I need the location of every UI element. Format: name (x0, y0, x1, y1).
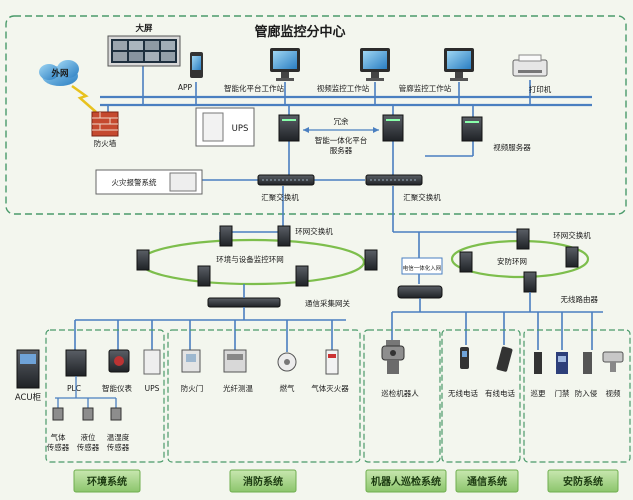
ws-pipe-label: 管廊监控工作站 (399, 83, 452, 93)
fire-alarm-label: 火灾报警系统 (112, 177, 157, 187)
ws-video-label: 视频监控工作站 (317, 83, 370, 93)
access-icon (556, 352, 568, 374)
ring-right-label: 安防环网 (497, 256, 527, 266)
cloud-icon (39, 60, 79, 86)
fiber-temp-icon (223, 349, 247, 373)
internet-label: 外网 (50, 68, 68, 79)
ring-switch-left-label: 环网交换机 (295, 226, 333, 236)
system-boxes (45, 329, 631, 463)
sensor-level-label-2: 传感器 (77, 442, 100, 452)
ring-switch-icons-right (459, 228, 579, 293)
system-comm-tab: 通信系统 (467, 475, 507, 488)
meter-icon (108, 349, 130, 373)
wired-phone-label: 有线电话 (485, 388, 515, 398)
lightning-icon (71, 84, 97, 113)
switch-icon (365, 174, 423, 186)
intrusion-icon (583, 352, 592, 374)
system-fire-tab: 消防系统 (243, 475, 283, 488)
redundant-label: 冗余 (334, 116, 349, 126)
ring-left-label: 环境与设备监控环网 (216, 254, 284, 264)
bottom-buses (74, 292, 603, 352)
video-server-label: 视频服务器 (493, 142, 531, 152)
sensor-gas-label-1: 气体 (51, 432, 66, 442)
printer-label: 打印机 (529, 84, 552, 94)
screen-device (107, 35, 181, 67)
ring-switch-right-label: 环网交换机 (553, 230, 591, 240)
ups-small-label: UPS (145, 384, 160, 393)
app-label: APP (178, 83, 193, 92)
ups-small-icon (143, 349, 161, 375)
plc-icon (65, 349, 87, 377)
server-icon (278, 114, 300, 142)
phone-icon (190, 52, 203, 78)
extinguisher-label: 气体灭火器 (311, 383, 349, 393)
switch-right-label: 汇聚交换机 (403, 192, 441, 202)
wireless-phone-icon (460, 347, 469, 369)
switch-left-label: 汇聚交换机 (261, 192, 299, 202)
sensor-gas-label-2: 传感器 (47, 442, 70, 452)
router-icon (397, 285, 443, 299)
server-icon (461, 116, 483, 142)
ups-label: UPS (232, 124, 249, 134)
ups-cabinet (202, 112, 224, 142)
firewall-label: 防火墙 (94, 138, 117, 148)
acu-label: ACU柜 (15, 392, 42, 403)
printer-icon (512, 54, 548, 77)
access-label: 门禁 (555, 389, 570, 398)
server-label-1: 智能一体化平台 (315, 135, 368, 145)
sensor-temp-label-2: 传感器 (107, 442, 130, 452)
fire-door-label: 防火门 (181, 383, 204, 393)
server-icon (382, 114, 404, 142)
fiber-temp-label: 光纤测温 (223, 383, 253, 393)
system-tabs (73, 469, 619, 493)
intrusion-label: 防入侵 (575, 388, 598, 398)
gas-label: 燃气 (280, 383, 295, 393)
arrow-left-icon (303, 127, 309, 133)
firewall-icon (91, 111, 119, 137)
plc-label: PLC (67, 384, 81, 393)
monitor-icon (360, 48, 390, 81)
system-robot-tab: 机器人巡检系统 (371, 475, 441, 488)
sensor-icon (52, 407, 122, 421)
control-center-box (5, 15, 627, 215)
center-title: 管廊监控分中心 (254, 24, 345, 40)
router-label: 无线路由器 (561, 294, 599, 304)
camera-icon (602, 351, 624, 372)
gateway-label: 通信采集网关 (305, 298, 350, 308)
sensor-temp-label-1: 温湿度 (107, 432, 130, 442)
patrol-icon (534, 352, 542, 374)
fire-alarm-cabinet (169, 172, 197, 192)
meter-label: 智能仪表 (102, 383, 132, 393)
video-label: 视频 (606, 388, 621, 398)
gateway-icon (207, 297, 281, 308)
monitor-icon (444, 48, 474, 81)
ring-switch-icons-left (136, 225, 378, 287)
patrol-label: 巡更 (531, 388, 546, 398)
fire-door-icon (181, 349, 201, 373)
sensor-links (55, 376, 117, 410)
gas-detector-icon (277, 352, 297, 372)
system-env-tab: 环境系统 (87, 475, 127, 488)
switch-icon (257, 174, 315, 186)
robot-label: 巡检机器人 (381, 388, 419, 398)
server-label-2: 服务器 (330, 145, 353, 155)
extinguisher-icon (325, 349, 339, 375)
router-small-box (401, 257, 443, 275)
system-security-tab: 安防系统 (563, 475, 603, 488)
wireless-phone-label: 无线电话 (448, 388, 478, 398)
cabinet-icon (16, 349, 40, 389)
router-small-label: 电信一体化入网 (403, 264, 442, 272)
ws-intelligent-label: 智能化平台工作站 (224, 83, 284, 93)
sensor-level-label-1: 液位 (81, 432, 96, 442)
monitor-icon (270, 48, 300, 81)
screen-label: 大屏 (135, 23, 153, 34)
robot-icon (381, 340, 405, 374)
arrow-right-icon (373, 127, 379, 133)
wired-phone-icon (496, 346, 513, 372)
